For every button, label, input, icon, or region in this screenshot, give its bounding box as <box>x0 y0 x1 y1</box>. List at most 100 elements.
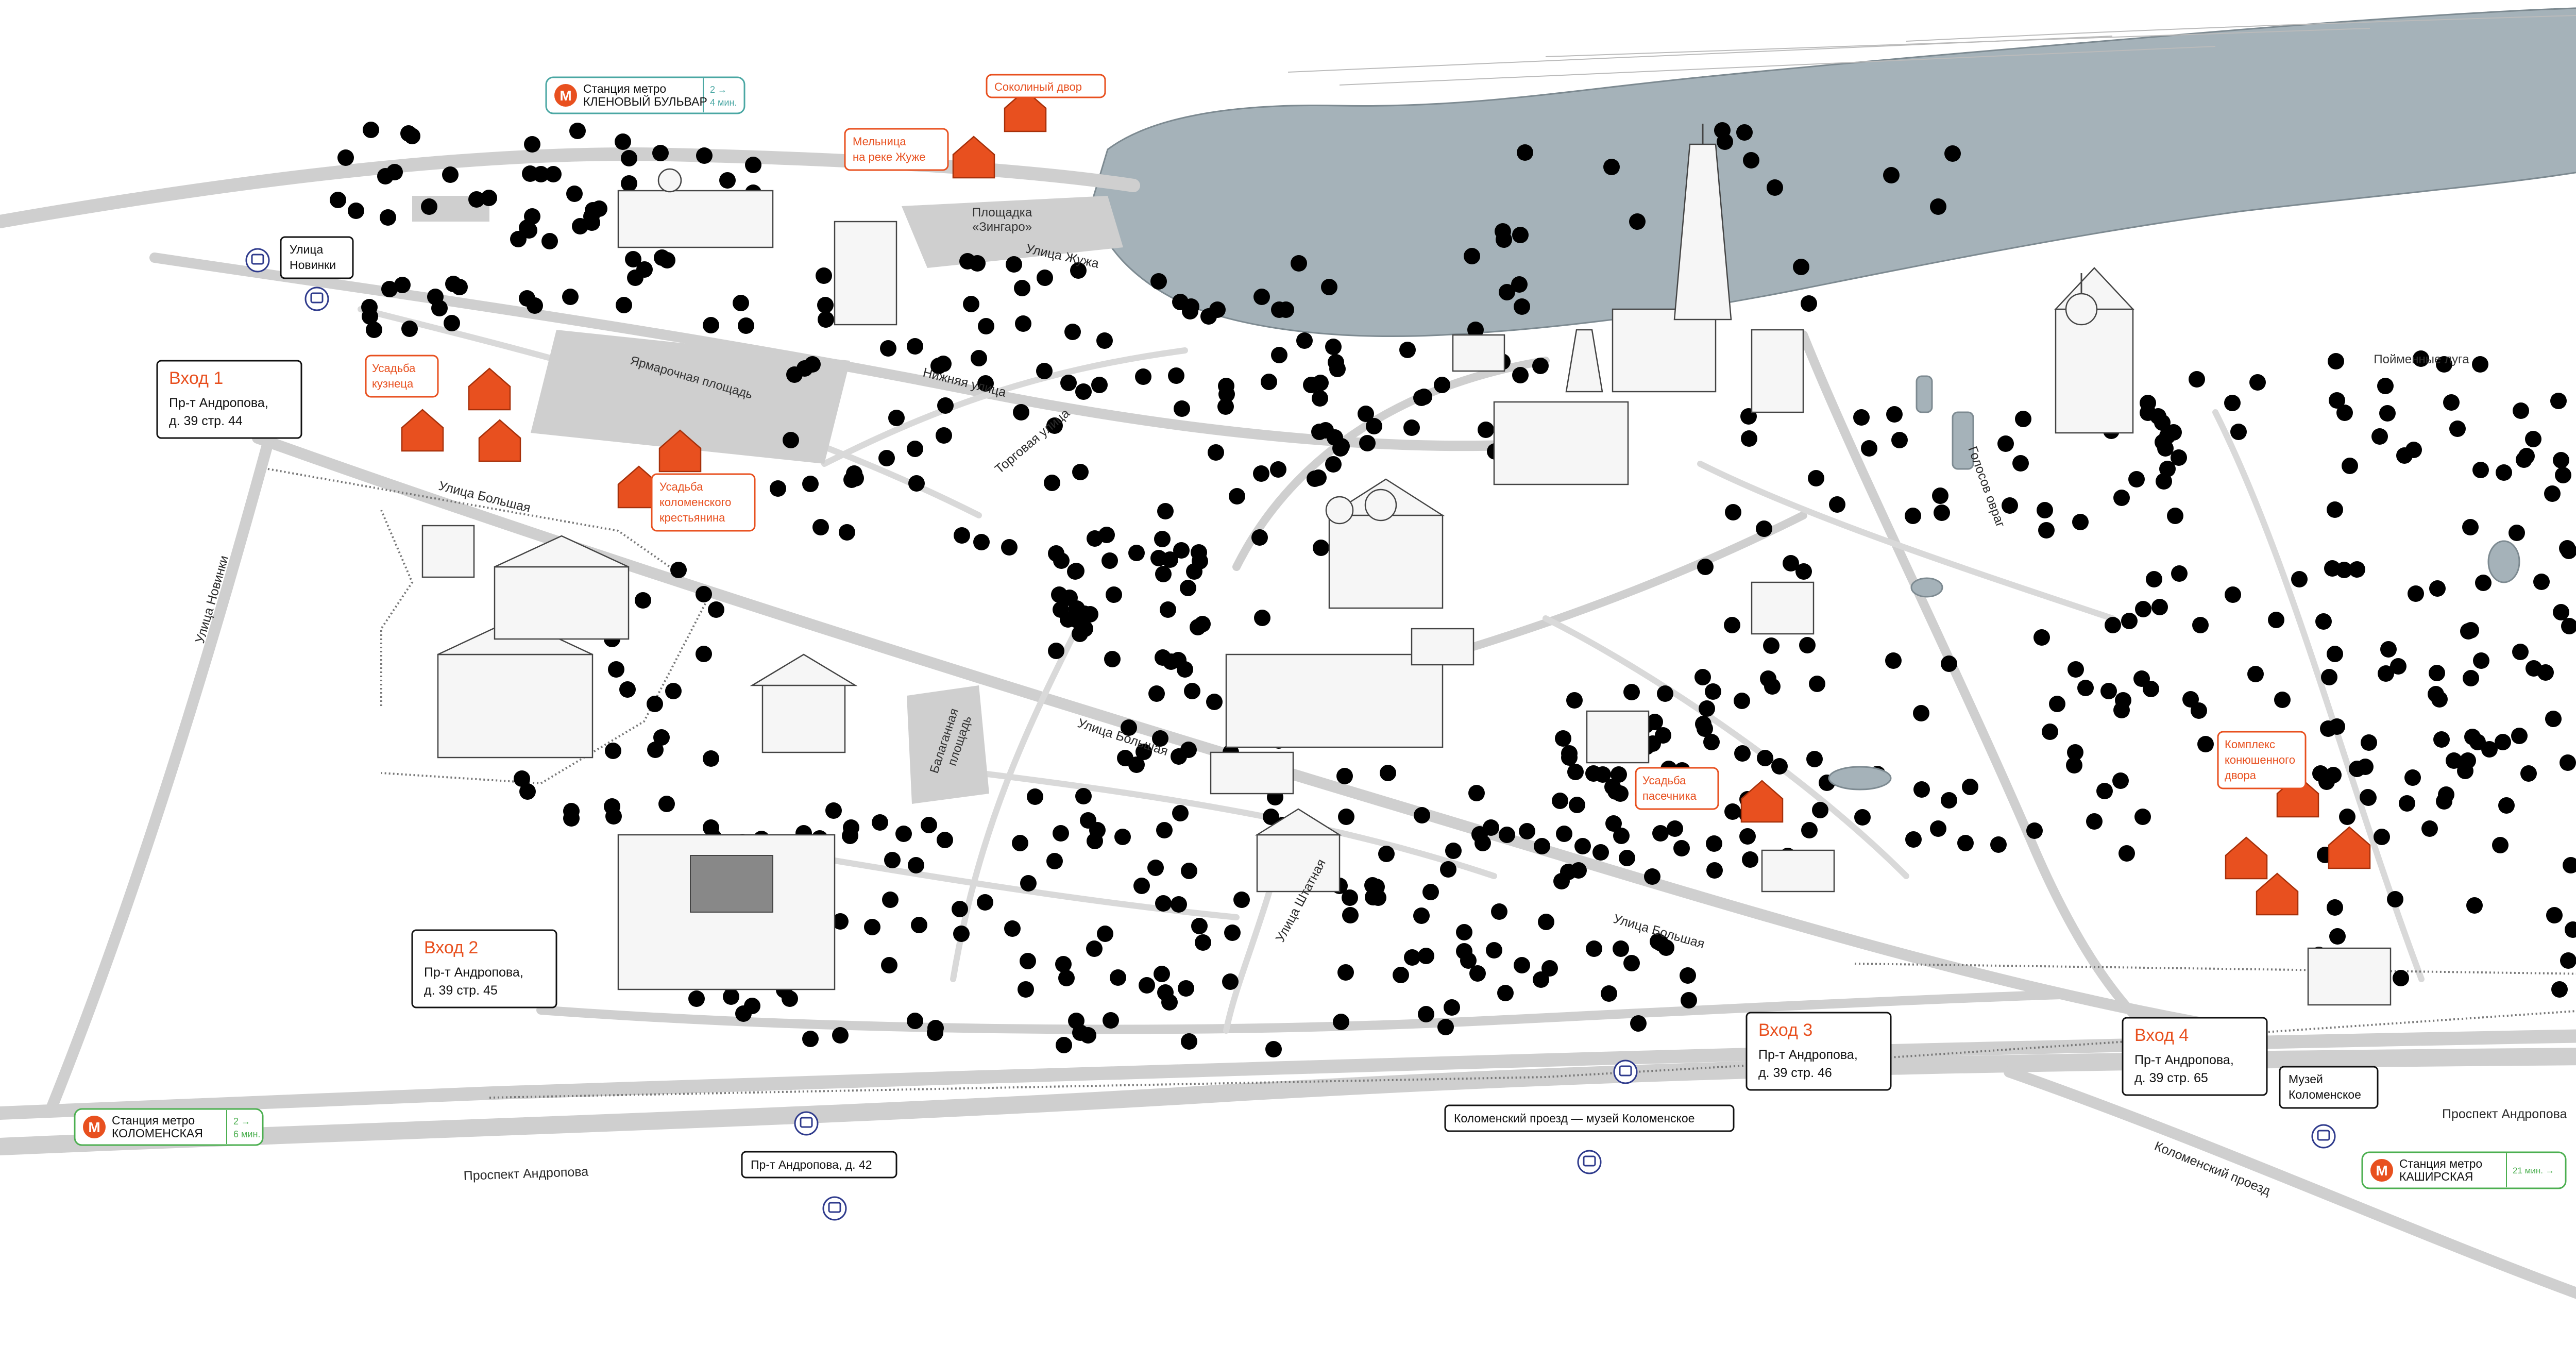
callout-text: Комплекс <box>2225 738 2275 751</box>
bus-stop-label: Коломенское <box>2289 1088 2361 1101</box>
tree <box>2449 421 2466 445</box>
tree <box>1380 765 1396 789</box>
callout-usadba-krestyanina[interactable]: Усадьба коломенского крестьянина <box>651 473 756 532</box>
tree <box>348 203 364 227</box>
tree <box>2038 522 2055 547</box>
callout-melnitsa[interactable]: Мельница на реке Жуже <box>844 128 949 171</box>
callout-text: пасечника <box>1642 789 1697 802</box>
callout-konyushenny-dvor[interactable]: Комплекс конюшенного двора <box>2217 731 2307 789</box>
tree <box>1905 508 1921 532</box>
bus-stop-kolomensky-proezd[interactable]: Коломенский проезд — музей Коломенское <box>1444 1060 1735 1174</box>
tree <box>1680 967 1696 992</box>
tree <box>2077 680 2094 704</box>
callout-text: двора <box>2225 769 2257 782</box>
entrances[interactable]: Вход 1 Пр-т Андропова, д. 39 стр. 44 Вхо… <box>156 360 2268 1096</box>
tree <box>563 810 580 835</box>
bus-icon <box>1613 1060 1638 1084</box>
tree <box>1853 409 1870 434</box>
tree <box>816 267 832 292</box>
entrance-address: Пр-т Андропова, <box>424 965 523 980</box>
tree <box>1416 389 1432 413</box>
tree <box>1325 456 1342 481</box>
tree <box>1157 503 1174 528</box>
tree <box>1413 907 1430 932</box>
tree <box>1254 610 1270 634</box>
bus-icon <box>304 287 329 311</box>
tree <box>533 166 549 191</box>
tree <box>921 817 937 842</box>
tree <box>1342 907 1359 932</box>
metro-name: КЛЕНОВЫЙ БУЛЬВАР <box>583 94 707 108</box>
tree <box>2192 617 2209 642</box>
metro-kolomenskaya[interactable]: М Станция метро КОЛОМЕНСКАЯ 2 → 6 мин. <box>74 1108 264 1146</box>
callout-sokoliny-dvor[interactable]: Соколиный двор <box>986 74 1106 98</box>
metro-walk: 6 мин. <box>233 1129 260 1139</box>
bus-icon <box>822 1196 847 1221</box>
entrance-1[interactable]: Вход 1 Пр-т Андропова, д. 39 стр. 44 <box>156 360 302 439</box>
tree <box>907 1013 923 1037</box>
tree <box>872 814 888 839</box>
tree <box>1027 788 1043 813</box>
tree <box>2189 371 2205 396</box>
metro-stations[interactable]: М Станция метро КЛЕНОВЫЙ БУЛЬВАР 2 → 4 м… <box>74 76 2567 1189</box>
entrance-2[interactable]: Вход 2 Пр-т Андропова, д. 39 стр. 45 <box>411 929 557 1008</box>
tree <box>2512 644 2529 668</box>
bus-stops[interactable]: Улица Новинки Пр-т Андропова, д. 42 <box>245 236 2379 1221</box>
tree <box>2072 514 2089 539</box>
tree <box>1338 809 1354 833</box>
tree <box>2537 664 2554 689</box>
tree <box>1997 435 2014 460</box>
churches <box>657 124 2098 525</box>
tree <box>842 828 858 852</box>
tree <box>1725 504 1741 529</box>
tree <box>1657 685 1673 710</box>
bus-stop-muzey[interactable]: Музей Коломенское <box>2279 1066 2379 1149</box>
tree <box>1934 505 1950 529</box>
entrance-3[interactable]: Вход 3 Пр-т Андропова, д. 39 стр. 46 <box>1745 1012 1892 1091</box>
tree <box>1044 475 1060 499</box>
tree <box>1724 803 1741 828</box>
tree <box>1533 971 1549 996</box>
tree <box>2119 845 2135 870</box>
tree <box>519 783 536 808</box>
tree <box>1096 332 1113 357</box>
metro-icon: М <box>554 84 577 107</box>
tree <box>1434 377 1450 401</box>
tree <box>1365 889 1381 914</box>
tree <box>2399 795 2415 820</box>
bus-stop-andropova-42[interactable]: Пр-т Андропова, д. 42 <box>741 1111 897 1221</box>
tree <box>2565 921 2576 946</box>
tree <box>1538 914 1554 938</box>
bus-stop-novinki[interactable]: Улица Новинки <box>245 236 354 311</box>
entrance-4[interactable]: Вход 4 Пр-т Андропова, д. 39 стр. 65 <box>2122 1017 2268 1096</box>
tree <box>1114 829 1131 853</box>
tree <box>971 350 987 375</box>
entrance-address: д. 39 стр. 45 <box>424 983 498 998</box>
tree <box>1155 649 1171 674</box>
tree <box>703 750 719 775</box>
tree <box>802 476 819 500</box>
tree <box>1015 315 1031 340</box>
tree <box>1673 840 1690 865</box>
callout-usadba-kuznetsa[interactable]: Усадьба кузнеца <box>365 355 439 398</box>
callout-usadba-pasechnika[interactable]: Усадьба пасечника <box>1635 767 1719 810</box>
tree <box>2096 783 2113 808</box>
street-golosov: Голосов овраг <box>1965 444 2008 529</box>
metro-label: Станция метро <box>583 82 666 95</box>
tree <box>1133 878 1150 902</box>
tree <box>2466 897 2483 922</box>
highlight-labels[interactable]: Соколиный двор Мельница на реке Жуже Уса… <box>365 74 2307 810</box>
tree <box>1053 825 1069 850</box>
tree <box>2291 571 2308 596</box>
tree <box>1612 785 1629 810</box>
tree <box>1742 851 1758 876</box>
tree <box>1771 758 1788 783</box>
tree <box>2545 711 2562 735</box>
tree <box>386 164 403 189</box>
tree <box>2327 899 2343 924</box>
metro-klenovy-bulvar[interactable]: М Станция метро КЛЕНОВЫЙ БУЛЬВАР 2 → 4 м… <box>545 76 745 114</box>
roads <box>0 147 2576 1299</box>
tree <box>2318 774 2335 798</box>
metro-kashirskaya[interactable]: М Станция метро КАШИРСКАЯ 21 мин. → <box>2361 1151 2567 1189</box>
